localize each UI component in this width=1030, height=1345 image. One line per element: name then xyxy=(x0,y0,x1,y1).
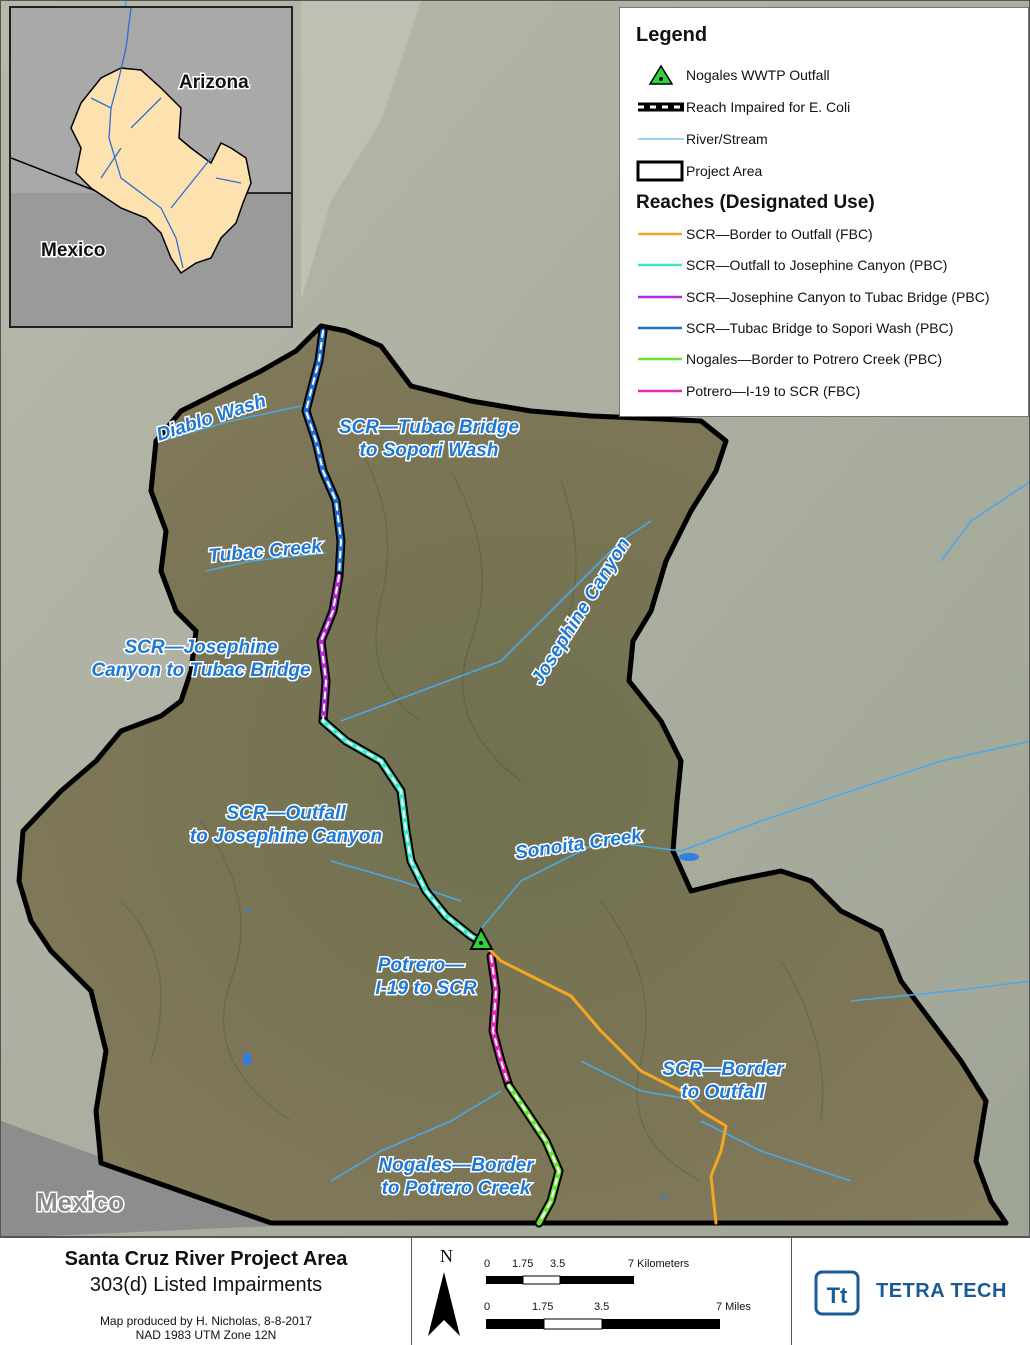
mexico-map-label: Mexico xyxy=(36,1187,124,1217)
legend-panel: Legend Nogales WWTP Outfall Reach Impair… xyxy=(619,7,1029,417)
km-scale-bar xyxy=(486,1275,634,1285)
scr-josephine-label-1: SCR—Josephine xyxy=(124,637,278,658)
legend-title: Legend xyxy=(636,24,708,46)
potrero-label-2: I-19 to SCR xyxy=(375,978,477,999)
green-triangle-icon xyxy=(636,64,686,86)
nogales-label-1: Nogales—Border xyxy=(378,1155,535,1176)
dashed-reach-icon xyxy=(636,96,686,118)
north-label: N xyxy=(440,1246,453,1266)
legend-item-outfall: Nogales WWTP Outfall xyxy=(636,64,830,86)
inset-country-label: Mexico xyxy=(41,240,105,261)
legend-item-impaired: Reach Impaired for E. Coli xyxy=(636,96,850,118)
scale-block: N 0 1.75 3.5 7 Kilometers 0 1.75 3.5 7 M… xyxy=(412,1238,792,1345)
logo-block: Tt TETRA TECH xyxy=(792,1238,1030,1345)
reaches xyxy=(301,326,728,1228)
thin-blue-line-icon xyxy=(636,128,686,150)
tetra-tech-logo-icon: Tt xyxy=(814,1270,860,1316)
impaired-dash-nogales xyxy=(490,955,560,1224)
scr-outfall-label-1: SCR—Outfall xyxy=(226,803,346,824)
potrero-label-1: Potrero— xyxy=(378,955,466,976)
inset-state-label: Arizona xyxy=(179,72,249,93)
mile-scale-bar xyxy=(486,1318,720,1330)
scr-border-label-2: to Outfall xyxy=(681,1082,765,1103)
map-credit: Map produced by H. Nicholas, 8-8-2017 NA… xyxy=(99,1314,313,1342)
north-arrow-icon xyxy=(428,1272,460,1336)
legend-reach-outfall-josephine: SCR—Outfall to Josephine Canyon (PBC) xyxy=(638,257,948,273)
legend-reaches-title: Reaches (Designated Use) xyxy=(636,192,875,213)
title-block: Santa Cruz River Project Area 303(d) Lis… xyxy=(0,1238,412,1345)
locator-inset: Arizona Mexico xyxy=(9,6,293,328)
ponds xyxy=(243,853,699,1199)
legend-item-river: River/Stream xyxy=(636,128,768,150)
legend-reach-potrero: Potrero—I-19 to SCR (FBC) xyxy=(638,383,861,399)
legend-item-project-area: Project Area xyxy=(636,160,762,182)
urban-area xyxy=(301,1,421,301)
legend-reach-nogales: Nogales—Border to Potrero Creek (PBC) xyxy=(638,351,942,367)
legend-reach-tubac-sopori: SCR—Tubac Bridge to Sopori Wash (PBC) xyxy=(638,320,954,336)
black-outline-box-icon xyxy=(636,160,686,182)
map-subtitle: 303(d) Listed Impairments xyxy=(89,1274,323,1296)
company-name: TETRA TECH xyxy=(876,1280,1007,1302)
mexico-area xyxy=(1,1121,271,1236)
scr-josephine-label-2: Canyon to Tubac Bridge xyxy=(91,660,311,681)
scr-outfall-label-2: to Josephine Canyon xyxy=(190,826,382,847)
svg-text:Tt: Tt xyxy=(827,1283,848,1308)
inset-canvas: Arizona Mexico xyxy=(11,8,291,275)
map-footer: Santa Cruz River Project Area 303(d) Lis… xyxy=(0,1237,1030,1345)
legend-reach-josephine-tubac: SCR—Josephine Canyon to Tubac Bridge (PB… xyxy=(638,289,990,305)
scr-tubac-label-1: SCR—Tubac Bridge xyxy=(339,417,520,438)
border-line xyxy=(11,157,102,194)
nogales-label-2: to Potrero Creek xyxy=(382,1178,532,1199)
legend-reach-border-outfall: SCR—Border to Outfall (FBC) xyxy=(638,226,873,242)
project-area xyxy=(16,323,1009,1226)
reach-border-outfall xyxy=(485,945,728,1225)
nogales-wwtp-outfall-icon xyxy=(469,926,494,950)
terrain-texture xyxy=(120,450,824,1182)
impaired-dash-scr xyxy=(305,330,484,944)
map-frame: Diablo Wash SCR—Tubac Bridge to Sopori W… xyxy=(0,0,1030,1237)
map-title: Santa Cruz River Project Area xyxy=(64,1248,348,1270)
scr-border-label-1: SCR—Border xyxy=(662,1059,785,1080)
inset-project-area xyxy=(70,67,252,275)
scr-tubac-label-2: to Sopori Wash xyxy=(360,440,499,461)
